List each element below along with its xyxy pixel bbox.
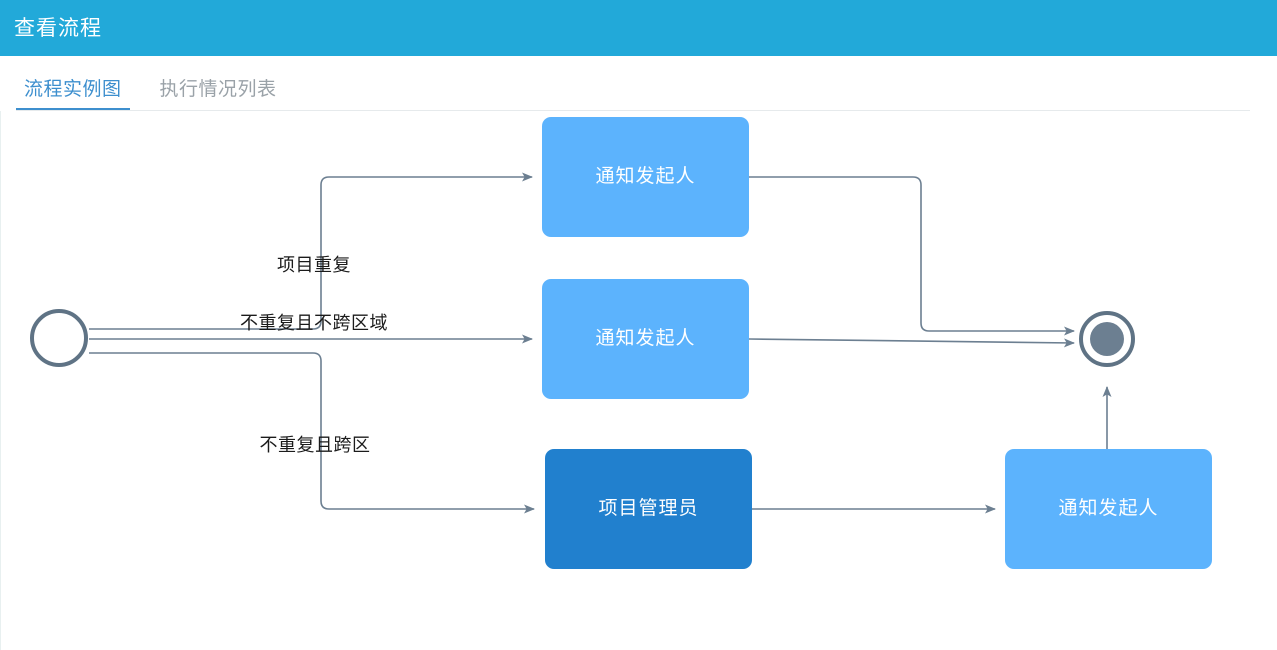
tab-underline-divider: [16, 110, 1250, 111]
edge-notify-top-to-end: [749, 176, 1075, 336]
edge-label-no-dup-cross: 不重复且跨区: [260, 435, 371, 455]
node-notify-middle[interactable]: 通知发起人: [542, 279, 749, 399]
flow-canvas[interactable]: 项目重复 不重复且不跨区域 不重复且跨区 通知发起人 通知发起人 项目管理员: [0, 111, 1277, 650]
app-header: 查看流程: [0, 0, 1277, 56]
page-title: 查看流程: [14, 16, 102, 40]
edge-label-duplicate: 项目重复: [277, 255, 351, 275]
node-notify-top-label: 通知发起人: [595, 165, 695, 187]
tab-process-instance-diagram[interactable]: 流程实例图: [16, 80, 130, 111]
tab-execution-list-label: 执行情况列表: [159, 79, 277, 100]
start-event[interactable]: [30, 309, 88, 367]
node-notify-top[interactable]: 通知发起人: [542, 117, 749, 237]
tab-bar: 流程实例图 执行情况列表: [0, 56, 1277, 111]
node-notify-right[interactable]: 通知发起人: [1005, 449, 1212, 569]
end-event[interactable]: [1079, 311, 1135, 367]
edge-start-to-notify-top: [89, 172, 533, 330]
node-pm-admin-label: 项目管理员: [598, 497, 698, 519]
tab-execution-list[interactable]: 执行情况列表: [152, 80, 285, 111]
edge-start-to-pm-admin: [89, 352, 535, 514]
node-pm-admin[interactable]: 项目管理员: [545, 449, 752, 569]
edge-label-no-dup-no-cross: 不重复且不跨区域: [240, 313, 388, 333]
tab-process-instance-diagram-label: 流程实例图: [24, 79, 122, 100]
flow-diagram-svg: 项目重复 不重复且不跨区域 不重复且跨区 通知发起人 通知发起人 项目管理员: [30, 117, 1212, 569]
node-notify-right-label: 通知发起人: [1058, 497, 1158, 519]
tab-strip: 流程实例图 执行情况列表: [16, 56, 1277, 111]
node-notify-middle-label: 通知发起人: [595, 327, 695, 349]
edge-notify-middle-to-end: [748, 338, 1075, 348]
